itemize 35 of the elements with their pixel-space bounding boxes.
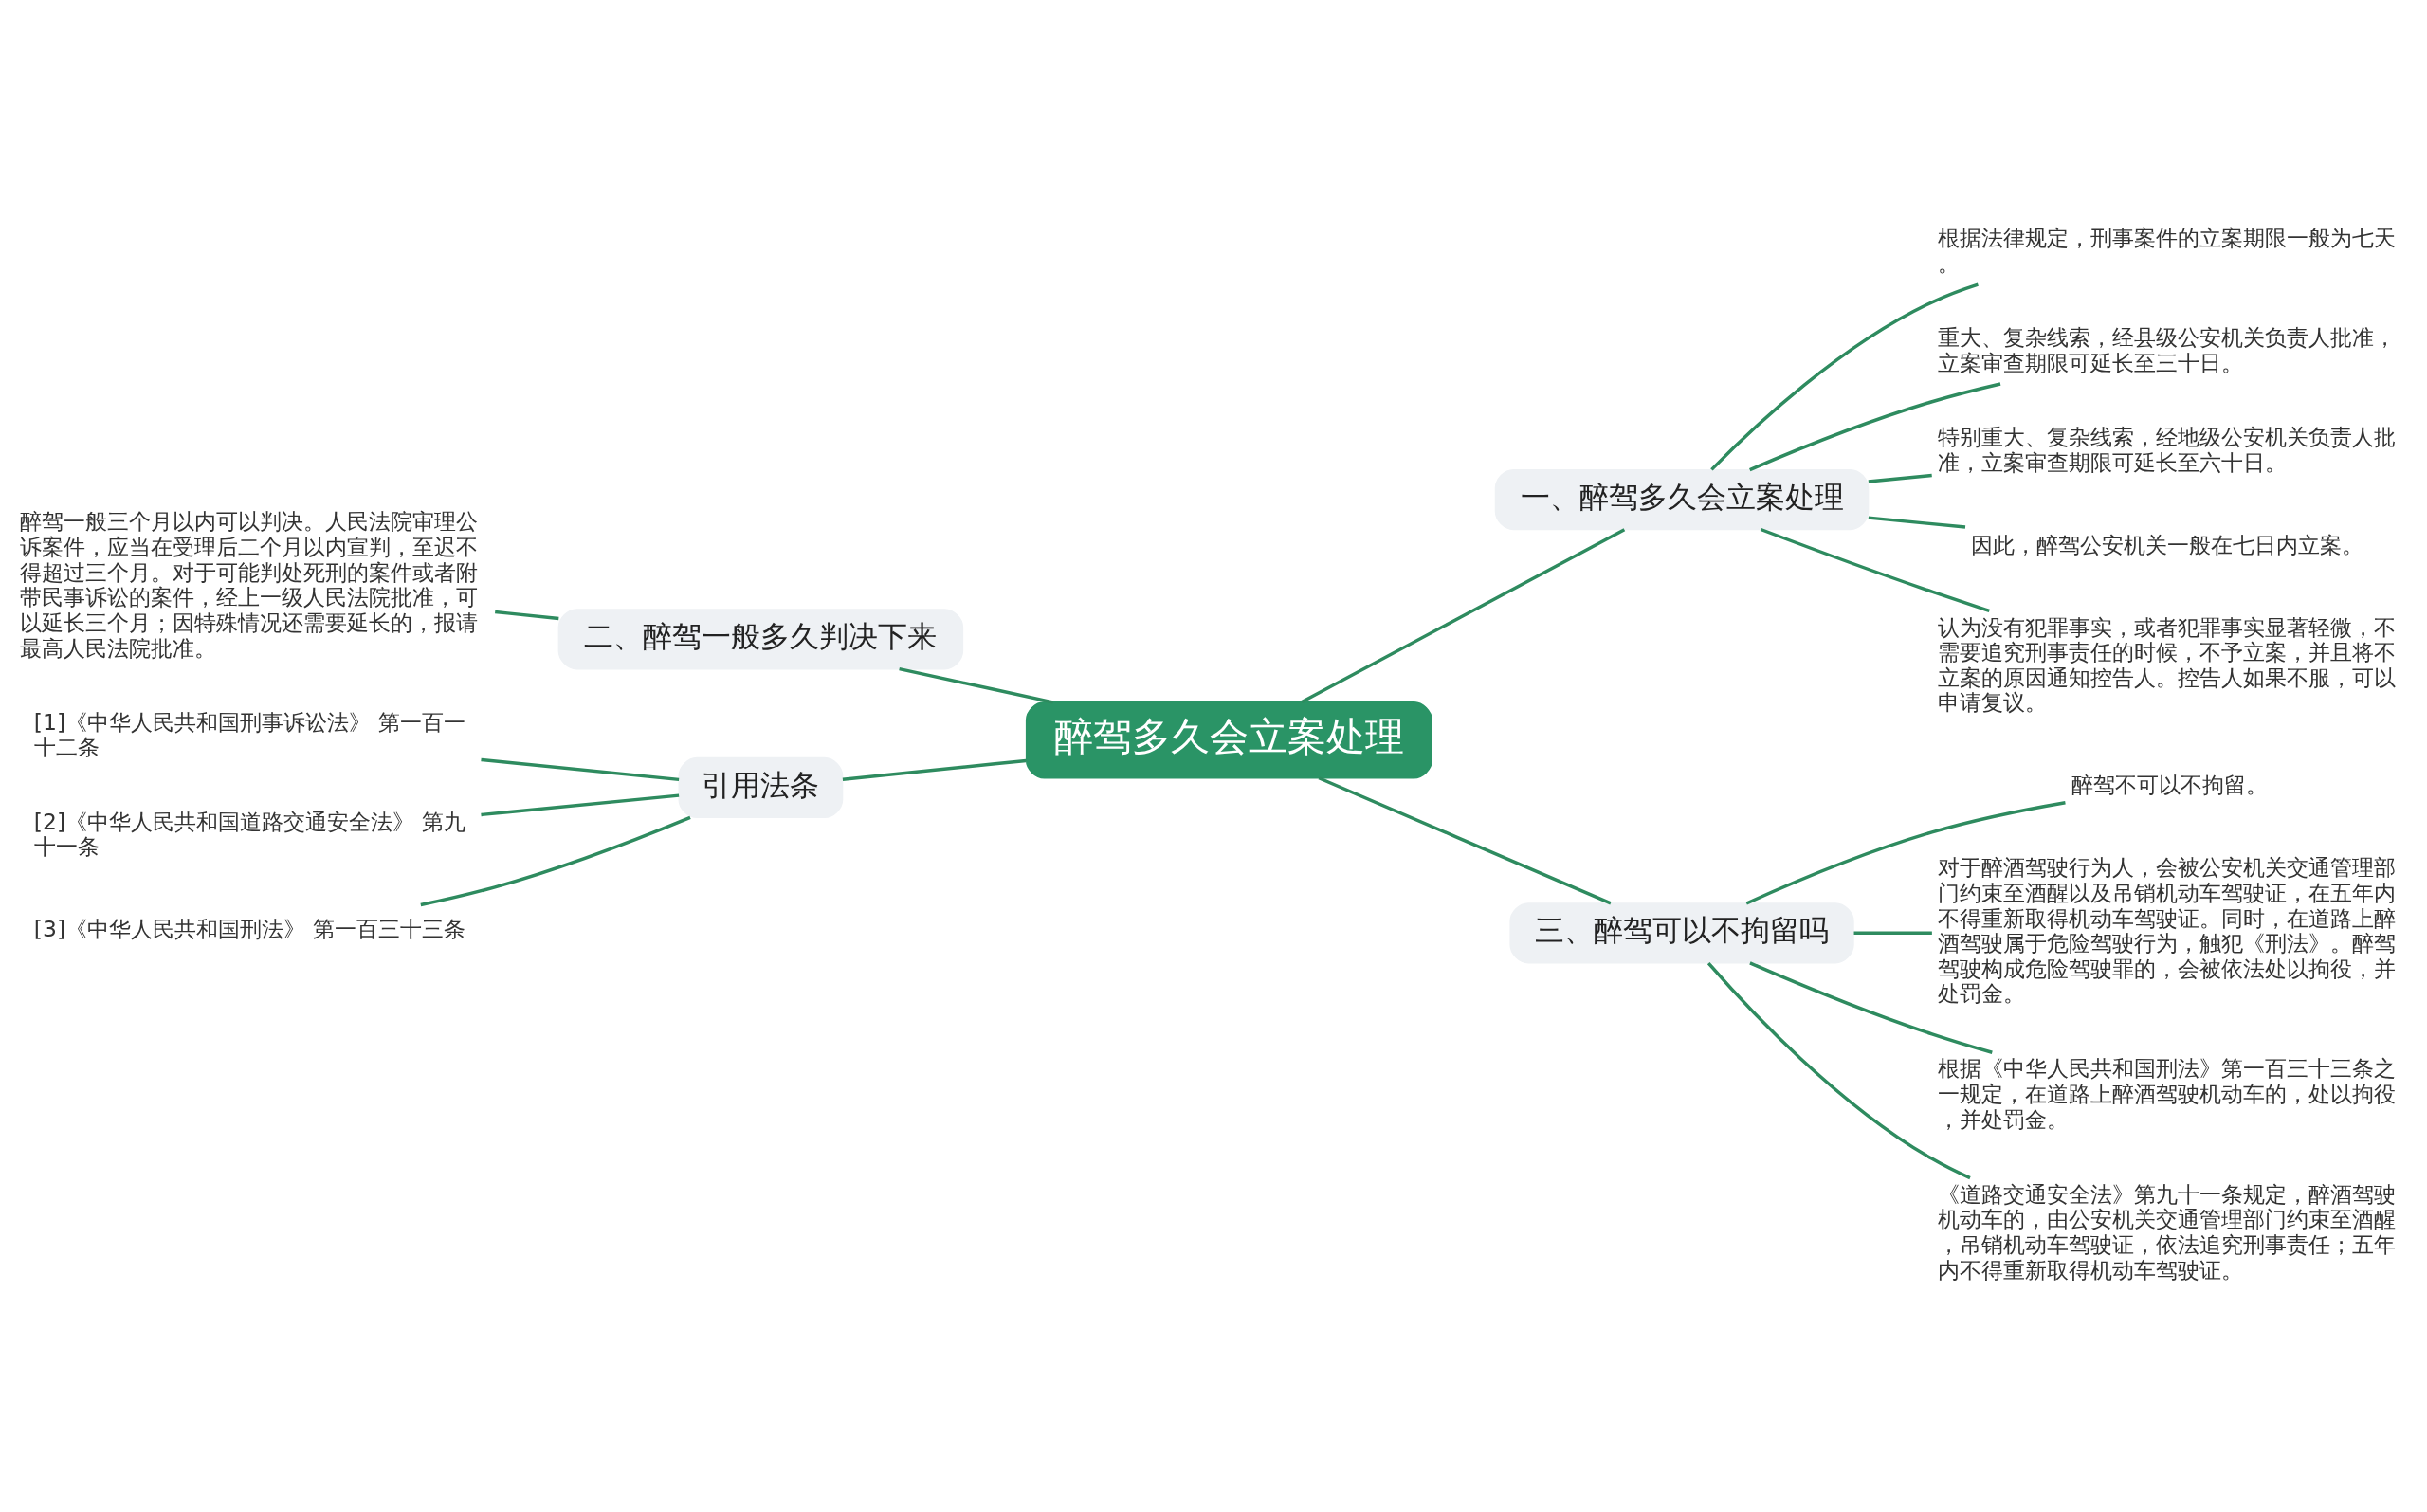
connector: [1706, 961, 1971, 1179]
node-box: 一、醉驾多久会立案处理: [1494, 468, 1870, 530]
connector: [481, 792, 680, 816]
node-text: 根据《中华人民共和国刑法》第一百三十三条之一规定，在道路上醉酒驾驶机动车的，处以拘役，并处罚金。: [1938, 1054, 2397, 1133]
node-text: 醉驾不可以不拘留。: [2071, 771, 2269, 798]
node-text: 特别重大、复杂线索，经地级公安机关负责人批准，立案审查期限可延长至六十日。: [1938, 423, 2397, 476]
connector: [1301, 527, 1626, 703]
node-text: 重大、复杂线索，经县级公安机关负责人批准，立案审查期限可延长至三十日。: [1938, 323, 2397, 376]
connector: [420, 815, 691, 906]
node-box: 引用法条: [678, 756, 844, 818]
node-box: 二、醉驾一般多久判决下来: [557, 608, 964, 669]
node-box: 三、醉驾可以不拘留吗: [1509, 902, 1854, 963]
node-text: 因此，醉驾公安机关一般在七日内立案。: [1971, 531, 2364, 558]
node-text: 根据法律规定，刑事案件的立案期限一般为七天。: [1938, 224, 2397, 277]
connector: [481, 757, 680, 781]
connector: [1868, 515, 1966, 529]
connector: [1749, 960, 1993, 1054]
connector: [1760, 527, 1990, 612]
connector: [1853, 931, 1932, 935]
node-text: [2]《中华人民共和国道路交通安全法》 第九十一条: [33, 808, 465, 860]
node-text: 《道路交通安全法》第九十一条规定，醉酒驾驶机动车的，由公安机关交通管理部门约束至酒醒，吊销机动车驾驶证，依法追究刑事责任；五年内不得重新取得机动车驾驶证。: [1938, 1180, 2397, 1284]
node-text: 醉驾一般三个月以内可以判决。人民法院审理公诉案件，应当在受理后二个月以内宣判，至迟不得超过三个月。对于可能判处死刑的案件或者附带民事诉讼的案件，经上一级人民法院批准，可以延长三个月；因特殊情况还需要延长的，报请最高人民法院批准。: [19, 507, 478, 662]
connector: [899, 666, 1054, 703]
connector: [842, 758, 1027, 781]
connector: [495, 610, 559, 620]
connector: [1710, 282, 1979, 471]
node-text: 对于醉酒驾驶行为人，会被公安机关交通管理部门约束至酒醒以及吊销机动车驾驶证，在五年内不得重新取得机动车驾驶证。同时，在道路上醉酒驾驶属于危险驾驶行为，触犯《刑法》。醉驾驾驶构成危险驾驶罪的，会被依法处以拘役，并处罚金。: [1938, 853, 2397, 1007]
node-text: [3]《中华人民共和国刑法》 第一百三十三条: [33, 915, 465, 942]
node-text: [1]《中华人民共和国刑事诉讼法》 第一百一十二条: [33, 708, 465, 760]
connector: [1745, 800, 2066, 905]
connector: [1749, 381, 2001, 471]
node-text: 认为没有犯罪事实，或者犯罪事实显著轻微，不需要追究刑事责任的时候，不予立案，并且将不立案的原因通知控告人。控告人如果不服，可以申请复议。: [1938, 613, 2397, 716]
connector: [1318, 775, 1612, 904]
connector: [1868, 473, 1932, 483]
node-box: 醉驾多久会立案处理: [1025, 701, 1432, 778]
